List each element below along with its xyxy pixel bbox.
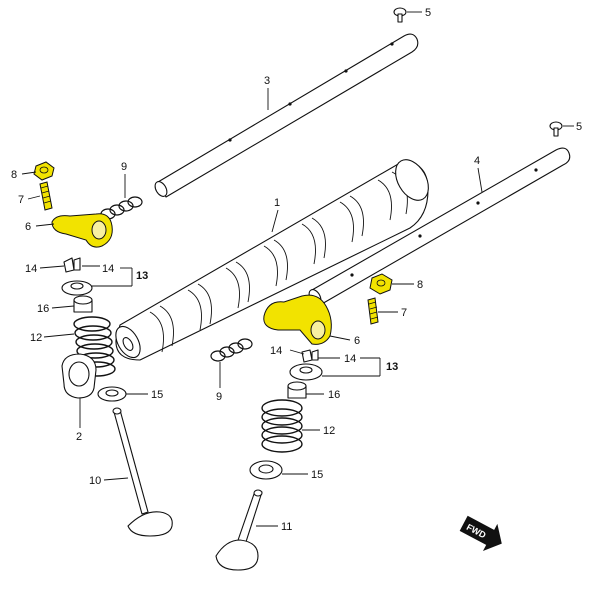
callout-8-right: 8: [417, 279, 423, 291]
callout-6-right: 6: [354, 335, 360, 347]
callout-5-upper: 5: [425, 7, 431, 19]
callout-12-right: 12: [323, 425, 335, 437]
adjuster-screw-left: [39, 181, 53, 211]
camshaft: [115, 159, 429, 361]
callout-9-upper: 9: [121, 161, 127, 173]
valve-stem-seal-right: [287, 381, 307, 399]
valve-cotter-left: [63, 257, 81, 273]
callout-14-right-b: 14: [344, 353, 356, 365]
callout-5-lower: 5: [576, 121, 582, 133]
callout-12-left: 12: [30, 332, 42, 344]
callout-4: 4: [474, 155, 480, 167]
callout-14-left-b: 14: [102, 263, 114, 275]
spring-seat-left: [97, 386, 127, 402]
leader-lines: [21, 11, 574, 527]
valve-spring-right: [261, 399, 303, 453]
adjuster-screw-right: [367, 297, 379, 325]
callout-6-left: 6: [25, 221, 31, 233]
callout-15-left: 15: [151, 389, 163, 401]
rocker-arm-left: [51, 213, 113, 248]
callout-16-left: 16: [37, 303, 49, 315]
adjuster-nut-left: [33, 161, 55, 181]
callout-13-left: 13: [136, 270, 148, 282]
callout-16-right: 16: [328, 389, 340, 401]
spring-9-lower: [210, 338, 253, 362]
exhaust-valve: [215, 489, 263, 571]
callout-labels: 5 5 3 4 1 9 9 8 7 6 14 14 13 16 12 2 15 …: [11, 7, 582, 533]
adjuster-nut-right: [369, 273, 393, 295]
spring-seat-right: [249, 460, 283, 480]
forward-direction-badge: FWD: [459, 515, 502, 551]
callout-3: 3: [264, 75, 270, 87]
callout-9-lower: 9: [216, 391, 222, 403]
callout-10: 10: [89, 475, 101, 487]
callout-8-left: 8: [11, 169, 17, 181]
spring-retainer-right: [289, 363, 323, 381]
rocker-shaft-upper: [154, 33, 419, 198]
shaft-screw-lower: [549, 121, 563, 137]
callout-2: 2: [76, 431, 82, 443]
callout-7-left: 7: [18, 194, 24, 206]
callout-13-right: 13: [386, 361, 398, 373]
callout-15-right: 15: [311, 469, 323, 481]
callout-7-right: 7: [401, 307, 407, 319]
callout-14-left-a: 14: [25, 263, 37, 275]
intake-valve: [112, 407, 173, 537]
rocker-arm-right: [263, 294, 332, 345]
valve-cotter-right: [301, 349, 319, 363]
callout-1: 1: [274, 197, 280, 209]
spring-retainer-left: [61, 280, 93, 296]
callout-14-right-a: 14: [270, 345, 282, 357]
shaft-screw-upper: [393, 7, 407, 23]
valve-stem-seal-left: [73, 295, 93, 313]
valve-spring-seat-2: [61, 353, 97, 399]
callout-11: 11: [281, 521, 292, 533]
